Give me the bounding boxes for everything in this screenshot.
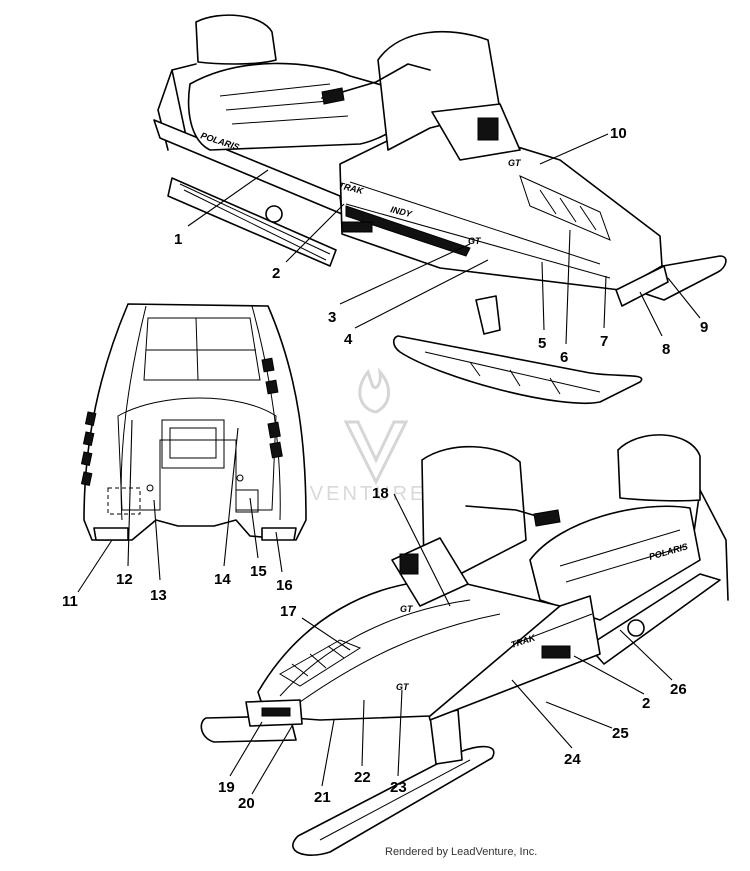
callout-12: 12 bbox=[116, 571, 133, 588]
watermark-text: ADVENTURE bbox=[276, 483, 426, 505]
callout-21: 21 bbox=[314, 789, 331, 806]
seat-bottom bbox=[529, 505, 701, 621]
callout-2b: 2 bbox=[642, 695, 650, 712]
callouts-hood: 11 12 13 14 15 16 bbox=[62, 563, 293, 610]
callout-22: 22 bbox=[354, 769, 371, 786]
callout-23: 23 bbox=[390, 779, 407, 796]
callout-5: 5 bbox=[538, 335, 546, 352]
callout-8: 8 bbox=[662, 341, 670, 358]
snowmobile-bottom: GT TRAK POLARIS GT bbox=[200, 434, 729, 856]
decal-gt: GT bbox=[508, 158, 522, 168]
backrest bbox=[195, 14, 277, 65]
callout-10: 10 bbox=[610, 125, 627, 142]
credit-line: Rendered by LeadVenture, Inc. bbox=[385, 846, 538, 858]
decal-gt-side-bottom: GT bbox=[396, 682, 410, 692]
ski-front bbox=[392, 335, 643, 404]
hood-detail bbox=[80, 303, 307, 541]
callout-14: 14 bbox=[214, 571, 231, 588]
callout-6: 6 bbox=[560, 349, 568, 366]
callout-4: 4 bbox=[344, 331, 353, 348]
watermark-logo bbox=[343, 367, 409, 486]
callout-2: 2 bbox=[272, 265, 280, 282]
hood-bottom bbox=[257, 579, 561, 721]
track-bottom bbox=[587, 573, 721, 665]
callout-9: 9 bbox=[700, 319, 708, 336]
decal-gt-side: GT bbox=[468, 236, 482, 246]
callout-11: 11 bbox=[62, 593, 78, 610]
decal-gt-bottom: GT bbox=[400, 604, 414, 614]
callout-26: 26 bbox=[670, 681, 687, 698]
front-bumper bbox=[615, 265, 669, 307]
callout-16: 16 bbox=[276, 577, 293, 594]
callout-1: 1 bbox=[174, 231, 182, 248]
snowmobile-top: POLARIS GT INDY TRAK GT bbox=[153, 14, 727, 404]
callout-18: 18 bbox=[372, 485, 389, 502]
callout-20: 20 bbox=[238, 795, 255, 812]
callout-3: 3 bbox=[328, 309, 336, 326]
leader-lines-hood bbox=[77, 419, 283, 593]
leader-lines-bottom bbox=[229, 493, 673, 795]
callout-13: 13 bbox=[150, 587, 167, 604]
callout-15: 15 bbox=[250, 563, 267, 580]
callout-19: 19 bbox=[218, 779, 235, 796]
callout-17: 17 bbox=[280, 603, 297, 620]
handlebar bbox=[321, 63, 431, 99]
callout-7: 7 bbox=[600, 333, 608, 350]
callouts-top: 1 2 3 4 5 6 7 8 9 10 bbox=[174, 125, 708, 366]
callout-24: 24 bbox=[564, 751, 581, 768]
callout-25: 25 bbox=[612, 725, 629, 742]
leader-lines-top bbox=[187, 133, 701, 345]
callouts-bottom: 17 18 2 19 20 21 22 23 24 25 26 bbox=[218, 485, 687, 812]
